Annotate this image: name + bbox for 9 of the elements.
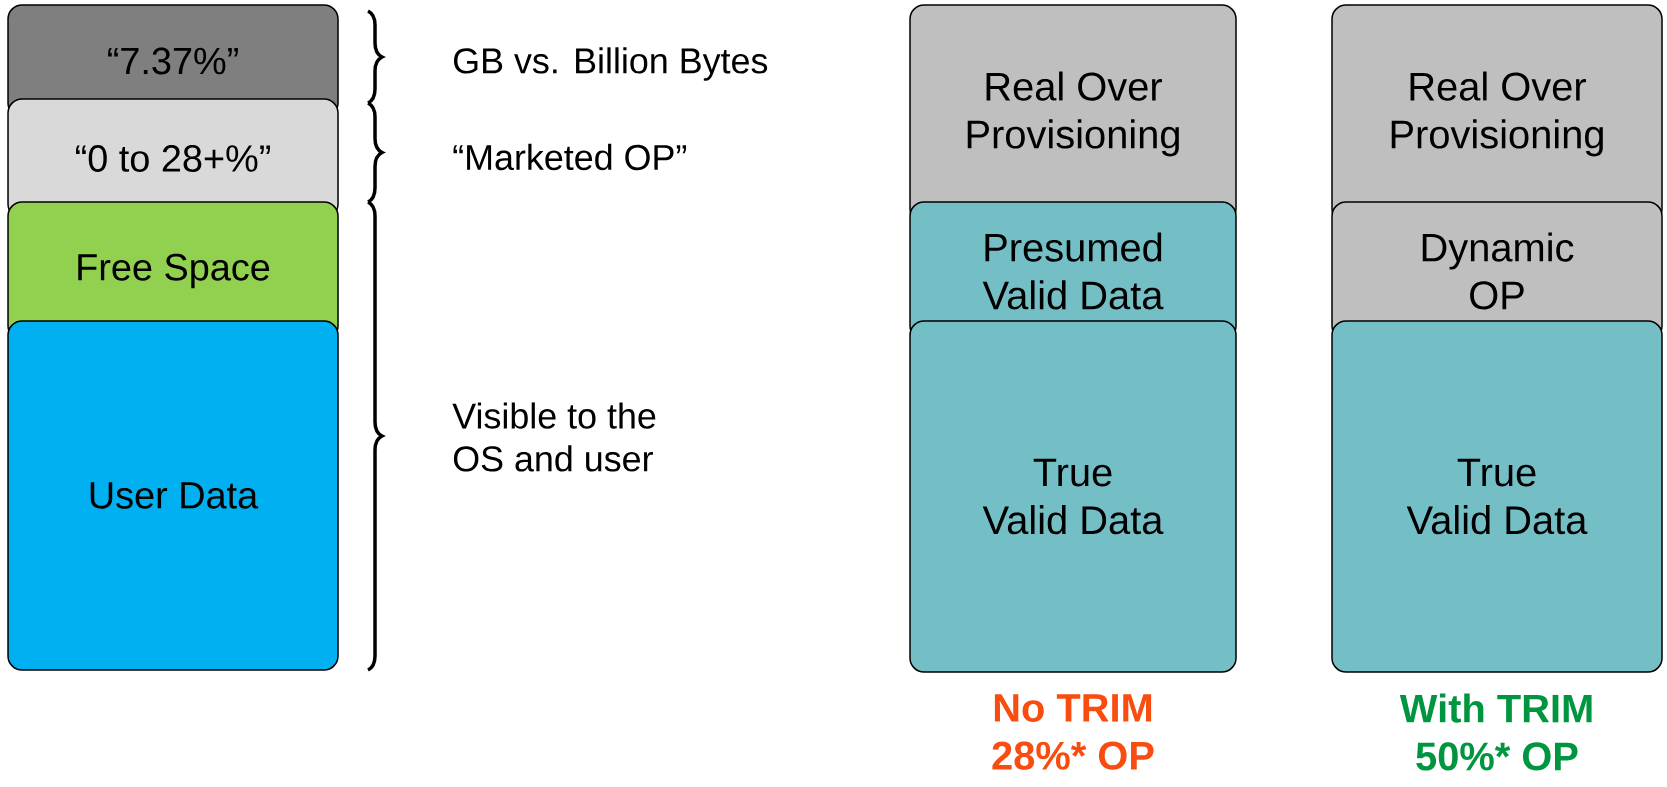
stack-block: User Data	[7, 320, 339, 671]
stack-block: Real Over Provisioning	[1331, 4, 1663, 224]
node-label: Real Over Provisioning	[1391, 71, 1603, 157]
stack-block: Real Over Provisioning	[909, 4, 1237, 224]
stack-block: True Valid Data	[1331, 320, 1663, 673]
brace-label: Visible to the OS and user	[452, 402, 656, 472]
brace-label: “Marketed OP”	[453, 143, 687, 171]
stack-block: True Valid Data	[909, 320, 1237, 673]
brace-label: GB vs. Billion Bytes	[454, 47, 768, 81]
